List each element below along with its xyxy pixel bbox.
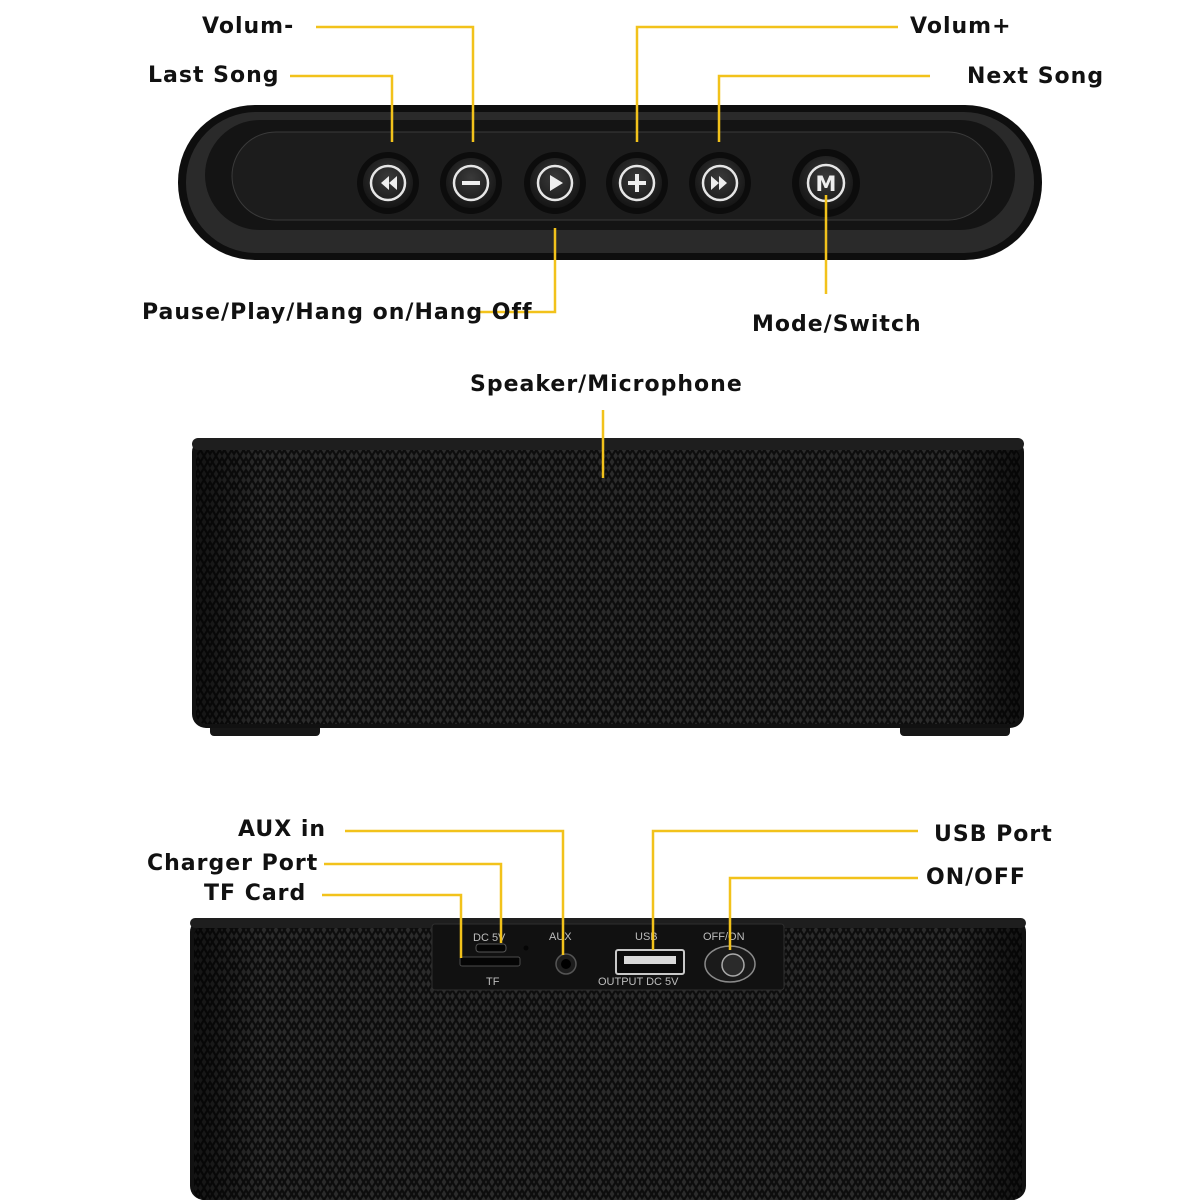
play-pause-button[interactable] [524, 152, 586, 214]
label-usb-port: USB Port [934, 822, 1053, 847]
label-tf-card: TF Card [204, 881, 307, 906]
label-charger-port: Charger Port [147, 851, 319, 876]
back-speaker [190, 918, 1026, 1200]
rewind-icon [381, 176, 397, 190]
label-volume-up: Volum+ [910, 14, 1012, 39]
micro-usb-port[interactable] [475, 943, 507, 953]
label-speaker-microphone: Speaker/Microphone [470, 372, 743, 397]
off-on-text: OFF/ON [703, 931, 745, 943]
aux-text: AUX [549, 931, 572, 943]
minus-icon [462, 181, 480, 185]
volume-up-button[interactable] [606, 152, 668, 214]
tf-card-slot[interactable] [459, 956, 521, 967]
plus-icon [628, 174, 646, 192]
indicator-led [523, 945, 529, 951]
play-icon [550, 175, 563, 191]
mode-icon: M [816, 172, 837, 196]
output-text: OUTPUT DC 5V [598, 976, 679, 988]
mode-button[interactable]: M [792, 149, 860, 217]
label-on-off: ON/OFF [926, 865, 1026, 890]
power-switch[interactable] [704, 945, 756, 983]
dc-5v-text: DC 5V [473, 932, 506, 944]
label-next-song: Next Song [967, 64, 1105, 89]
label-volume-down: Volum- [202, 14, 295, 39]
usb-port[interactable] [615, 949, 685, 975]
volume-down-button[interactable] [440, 152, 502, 214]
usb-text: USB [635, 931, 658, 943]
rewind-button[interactable] [357, 152, 419, 214]
fast-forward-icon [711, 176, 727, 190]
aux-jack[interactable] [555, 953, 577, 975]
label-pause-play: Pause/Play/Hang on/Hang Off [142, 300, 533, 325]
front-speaker [192, 438, 1024, 736]
label-mode-switch: Mode/Switch [752, 312, 922, 337]
label-last-song: Last Song [148, 63, 280, 88]
tf-text: TF [486, 976, 500, 988]
label-aux-in: AUX in [238, 817, 327, 842]
next-song-button[interactable] [689, 152, 751, 214]
